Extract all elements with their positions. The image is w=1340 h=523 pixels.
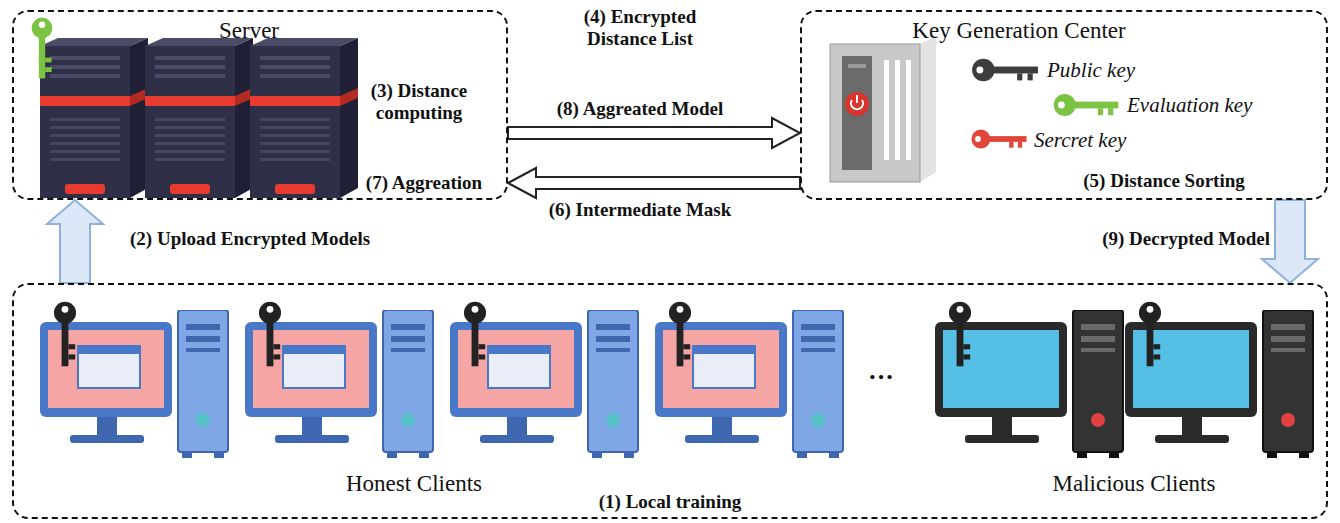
block-arrow bbox=[47, 200, 103, 283]
step-label: (8) Aggreated Model bbox=[520, 98, 760, 120]
node-title: Server bbox=[134, 18, 364, 44]
edge-label: (6) Intermediate Mask bbox=[500, 199, 780, 221]
hollow-arrow bbox=[508, 118, 800, 148]
node-text: (5) Distance Sorting bbox=[1064, 170, 1264, 192]
node-title: Key Generation Center bbox=[894, 18, 1144, 44]
key-center-box: Key Generation CenterPublic keyEvaluatio… bbox=[800, 10, 1328, 200]
ellipsis-mark: ··· bbox=[868, 362, 894, 392]
node-text: Public key bbox=[1047, 58, 1135, 82]
edge-label: (9) Decrypted Model bbox=[1035, 228, 1270, 250]
hollow-arrow bbox=[508, 168, 800, 198]
server-icon bbox=[32, 18, 358, 198]
edge-label: (2) Upload Encrypted Models bbox=[130, 228, 370, 250]
node-text: Sercret key bbox=[1034, 128, 1126, 152]
node-text: (1) Local training bbox=[560, 491, 780, 513]
node-text: Malicious Clients bbox=[1014, 471, 1254, 497]
node-text: (7) Aggreation bbox=[349, 172, 499, 194]
block-arrow bbox=[1262, 200, 1318, 283]
edge-label: (4) Encrypted Distance List bbox=[550, 6, 730, 50]
server-box: Server (3) Distance computing (7) Aggreati… bbox=[12, 10, 508, 200]
client-computers bbox=[40, 302, 1313, 458]
node-text: (3) Distance computing bbox=[349, 80, 489, 124]
kgc-icon bbox=[830, 36, 936, 182]
clients-band: Honest Clients (1) Local training Maliciou… bbox=[12, 283, 1328, 519]
node-title: Honest Clients bbox=[294, 471, 534, 497]
node-text: Evaluation key bbox=[1127, 93, 1252, 117]
